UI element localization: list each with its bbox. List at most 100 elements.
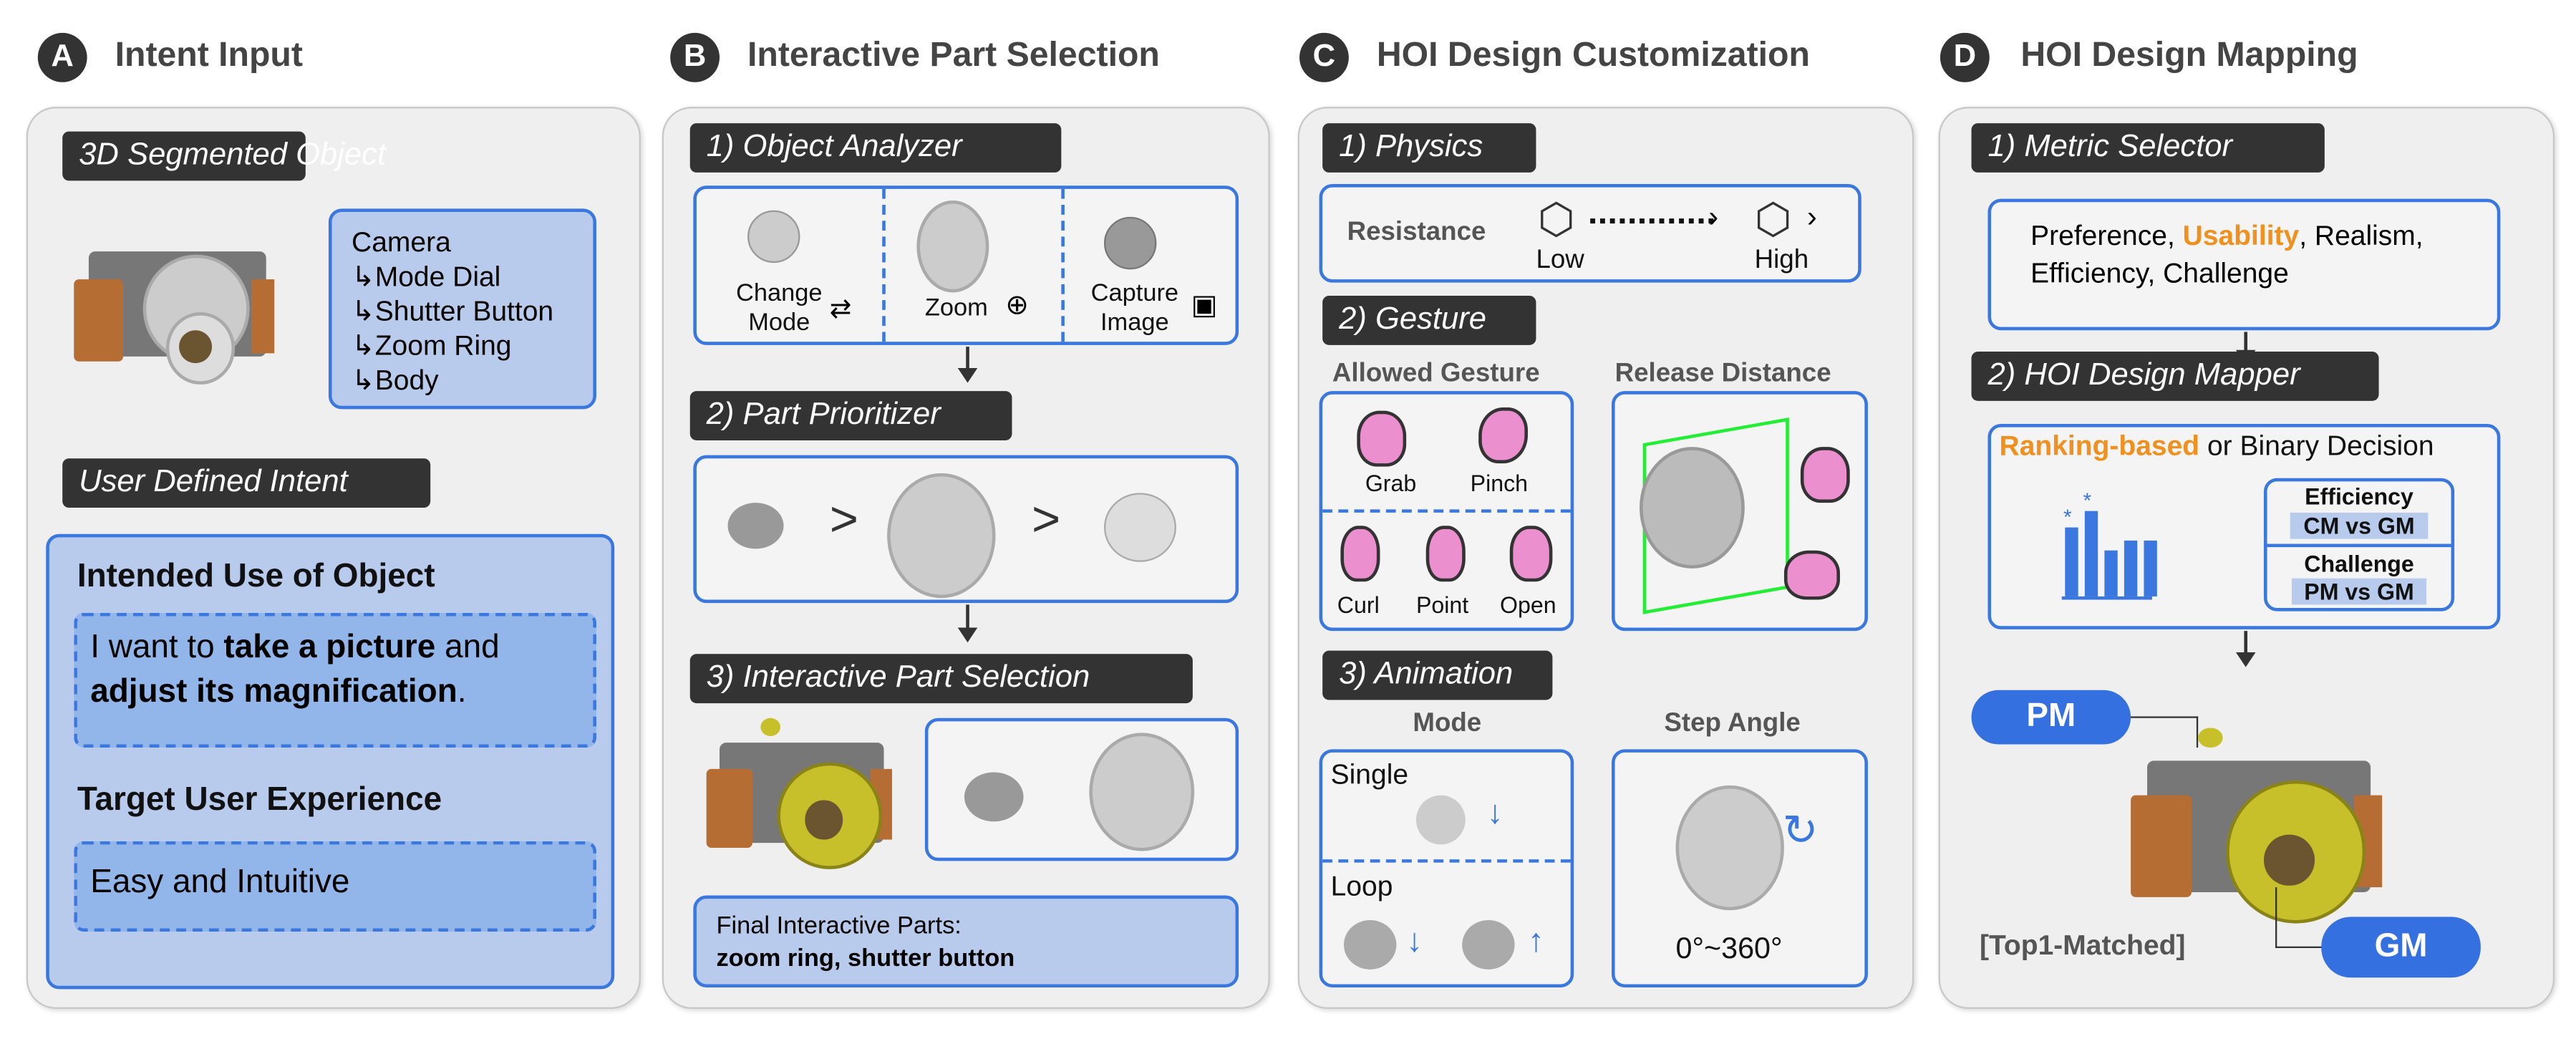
- section-d-title: HOI Design Mapping: [2020, 36, 2358, 74]
- swap-icon: ⇄: [829, 296, 852, 324]
- target-ux-heading: Target User Experience: [77, 782, 442, 818]
- text: I want to: [90, 629, 224, 666]
- animation-mode-box: [1319, 749, 1574, 988]
- high-label: High: [1754, 246, 1809, 275]
- rotate-arrow-icon: ↻: [1782, 805, 1819, 855]
- shutter-button-image: [1462, 919, 1515, 970]
- text: .: [457, 673, 467, 710]
- chevron-right-icon: ›: [1807, 200, 1817, 233]
- chevron-right-icon: ›: [1708, 200, 1719, 233]
- label-interactive-part-selection: 3) Interactive Part Selection: [689, 654, 1193, 704]
- angle-range: 0°~360°: [1675, 932, 1783, 965]
- zoom-ring-image: [1640, 447, 1745, 569]
- tree-item: ↳Shutter Button: [352, 296, 554, 327]
- comparison-metric: Challenge: [2304, 550, 2414, 577]
- grab-hand-icon: [1800, 447, 1850, 503]
- comparison-pair: CM vs GM: [2267, 512, 2451, 539]
- label-physics: 1) Physics: [1322, 123, 1536, 173]
- label-3d-segmented-object: 3D Segmented Object: [62, 131, 386, 181]
- shutter-button-image: [1343, 919, 1397, 970]
- zoom-ring-image: [1089, 733, 1195, 851]
- arrow-down-icon: ↓: [1486, 795, 1504, 832]
- mode-single: Single: [1330, 759, 1409, 791]
- low-label: Low: [1536, 246, 1584, 275]
- zoom-ring-image: [916, 200, 989, 293]
- gm-connector: [2275, 887, 2327, 948]
- mode-dial-image: [1103, 493, 1176, 562]
- final-parts-box: Final Interactive Parts: zoom ring, shut…: [693, 895, 1239, 988]
- decision-rest: or Binary Decision: [2199, 430, 2434, 462]
- section-a-title: Intent Input: [115, 36, 303, 74]
- camera-highlighted-image: [698, 715, 904, 871]
- intended-use-heading: Intended Use of Object: [77, 559, 435, 595]
- shutter-button-image: [1415, 795, 1466, 845]
- divider: [1061, 188, 1065, 342]
- text-bold: adjust its magnification: [90, 673, 457, 710]
- metric-text: Preference,: [2030, 220, 2183, 252]
- zoom-in-icon: ⊕: [1005, 289, 1029, 321]
- section-d-badge: D: [1940, 32, 1990, 82]
- tree-item: Camera: [352, 226, 451, 258]
- metric-text: , Realism,: [2299, 220, 2424, 252]
- flow-arrow: [957, 604, 978, 643]
- gesture-pinch: Pinch: [1470, 470, 1529, 496]
- pm-badge: PM: [1971, 690, 2131, 745]
- curl-hand-icon: [1340, 526, 1380, 582]
- label-user-defined-intent: User Defined Intent: [62, 458, 431, 508]
- pair-label: PM vs GM: [2290, 578, 2428, 605]
- step-angle-label: Step Angle: [1664, 710, 1801, 738]
- camera-image: [66, 222, 288, 386]
- target-ux-text: Easy and Intuitive: [74, 841, 596, 932]
- section-c-badge: C: [1299, 32, 1349, 82]
- divider: [882, 188, 886, 342]
- allowed-gesture-label: Allowed Gesture: [1332, 359, 1540, 388]
- label-animation: 3) Animation: [1322, 650, 1553, 700]
- mode-loop: Loop: [1330, 871, 1393, 902]
- text: and: [435, 629, 500, 666]
- section-a-badge: A: [37, 32, 87, 82]
- resistance-arrow: [1590, 218, 1714, 224]
- object-part-tree: Camera ↳Mode Dial ↳Shutter Button ↳Zoom …: [328, 208, 596, 410]
- open-hand-icon: [1509, 526, 1553, 582]
- image-icon: ▣: [1191, 289, 1218, 321]
- release-distance-label: Release Distance: [1614, 359, 1831, 388]
- metric-text: Efficiency, Challenge: [2030, 258, 2289, 289]
- zoom-label: Zoom: [924, 294, 988, 322]
- physics-box: [1319, 183, 1861, 283]
- priority-chevron: >: [829, 493, 859, 548]
- arrow-down-icon: ↓: [1406, 923, 1423, 960]
- divider: [2267, 543, 2451, 548]
- shutter-button-image: [727, 503, 784, 549]
- intended-use-text: I want to take a picture and adjust its …: [74, 612, 596, 748]
- section-b-title: Interactive Part Selection: [747, 36, 1160, 74]
- capture-image-label: Capture Image: [1090, 279, 1179, 337]
- top1-matched-label: [Top1-Matched]: [1979, 929, 2186, 962]
- final-parts-list: zoom ring, shutter button: [716, 944, 1015, 973]
- tree-item: ↳Mode Dial: [352, 261, 501, 293]
- label-gesture: 2) Gesture: [1322, 296, 1536, 345]
- comparison-pair: PM vs GM: [2267, 578, 2451, 605]
- divider: [1322, 859, 1571, 863]
- flow-arrow: [957, 347, 978, 383]
- zoom-ring-image: [887, 473, 996, 599]
- gesture-curl: Curl: [1337, 591, 1380, 618]
- mode-dial-image: [747, 210, 800, 264]
- section-c-title: HOI Design Customization: [1376, 36, 1810, 74]
- flow-arrow: [2235, 631, 2256, 667]
- tree-item: ↳Zoom Ring: [352, 330, 512, 362]
- shutter-button-image: [964, 772, 1024, 822]
- grab-hand-icon: [1357, 410, 1407, 467]
- gesture-grab: Grab: [1365, 470, 1417, 496]
- camera-matched-image: [2119, 723, 2398, 929]
- final-parts-heading: Final Interactive Parts:: [716, 912, 962, 940]
- section-b-badge: B: [670, 32, 720, 82]
- metric-list-box: Preference, Usability, Realism,Efficienc…: [1987, 198, 2501, 331]
- label-metric-selector: 1) Metric Selector: [1971, 123, 2325, 173]
- gm-badge: GM: [2321, 917, 2481, 978]
- mode-label: Mode: [1413, 710, 1482, 738]
- tree-item: ↳Body: [352, 364, 439, 396]
- cube-icon: ⬡: [1537, 193, 1575, 243]
- change-mode-label: Change Mode: [735, 279, 823, 337]
- gesture-open: Open: [1499, 591, 1556, 618]
- ranking-bar-icon: * *: [2061, 488, 2157, 600]
